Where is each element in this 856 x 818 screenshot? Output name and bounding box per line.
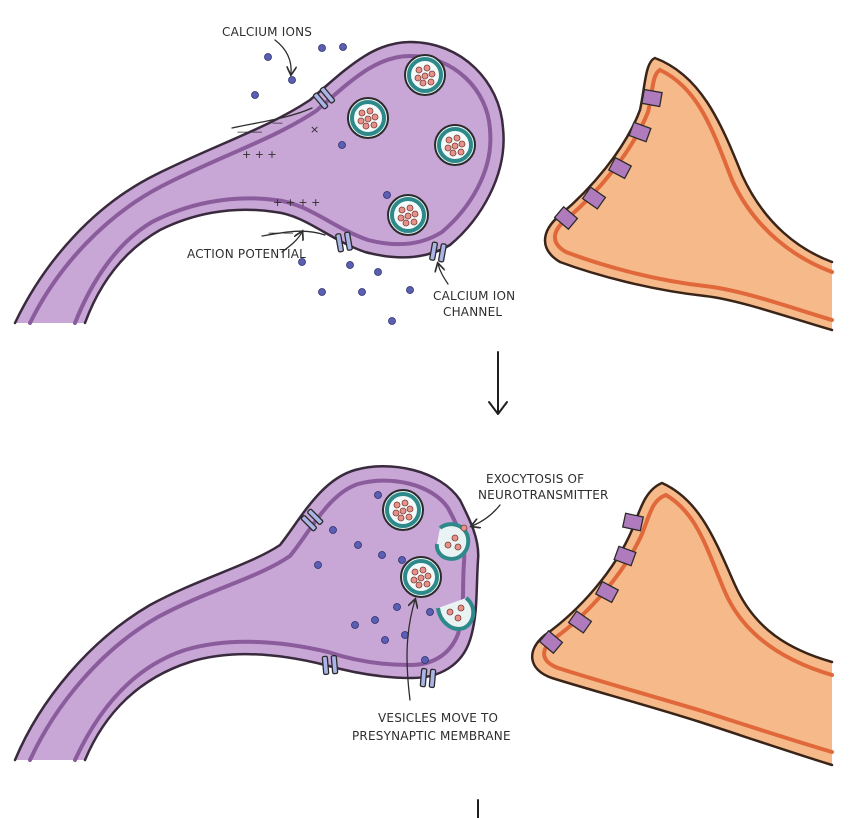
receptor — [642, 90, 662, 107]
receptor — [623, 513, 644, 530]
vesicle — [383, 490, 423, 530]
vesicle — [388, 195, 428, 235]
vesicles-label-line1: VESICLES MOVE TO — [378, 711, 498, 725]
svg-text:— —: — — — [237, 125, 263, 138]
svg-text:×: × — [310, 123, 319, 136]
calcium-ion-channel-label-line1: CALCIUM ION — [433, 289, 515, 303]
vesicles-label-line2: PRESYNAPTIC MEMBRANE — [352, 729, 511, 743]
vesicle — [401, 557, 441, 597]
down-arrow-icon — [489, 352, 507, 414]
vesicle — [405, 55, 445, 95]
svg-text:+ + + +: + + + + — [273, 196, 320, 209]
calcium-ion-channel-label-line2: CHANNEL — [443, 305, 502, 319]
svg-text:+ + +: + + + — [242, 148, 277, 161]
calcium-ions-label: CALCIUM IONS — [222, 25, 312, 39]
exocytosis-label-line1: EXOCYTOSIS OF — [486, 472, 584, 486]
vesicle — [348, 98, 388, 138]
action-potential-label: ACTION POTENTIAL — [187, 247, 306, 261]
vesicle — [435, 125, 475, 165]
exocytosis-label-line2: NEUROTRANSMITTER — [478, 488, 609, 502]
